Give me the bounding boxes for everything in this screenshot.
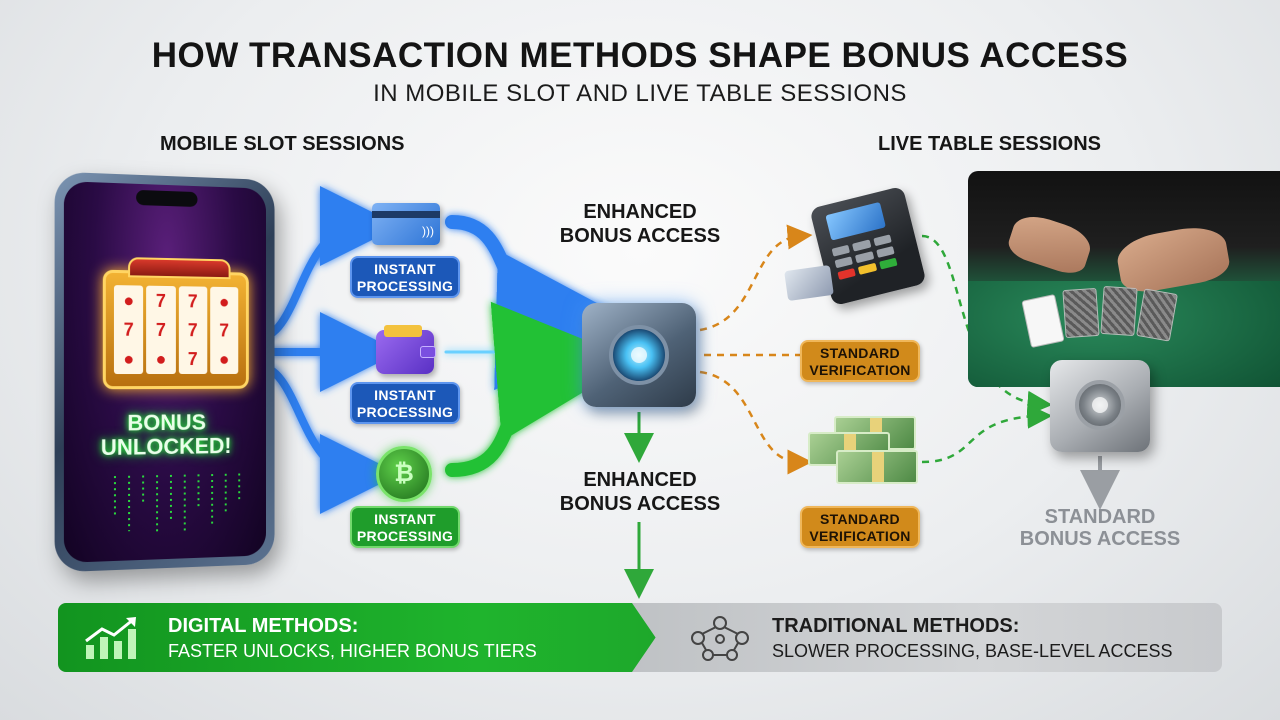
enhanced-bonus-vault-icon	[582, 303, 696, 407]
inserted-card-icon	[784, 264, 834, 302]
reel-seven: 7	[155, 290, 166, 311]
badge-line-1: STANDARD	[820, 511, 900, 527]
vault-dial	[1075, 380, 1125, 430]
slot-reels: ● 7 ● 7 7 ● 7 7 7 ● 7 ●	[113, 285, 239, 375]
label-line-1: ENHANCED	[583, 469, 697, 491]
badge-line-2: PROCESSING	[356, 528, 454, 544]
bonus-line-2: UNLOCKED!	[100, 433, 232, 461]
cherry-icon: ●	[123, 289, 135, 311]
crypto-coin-icon: ₿	[376, 446, 432, 502]
mobile-section-label: MOBILE SLOT SESSIONS	[160, 133, 405, 155]
smartphone: ● 7 ● 7 7 ● 7 7 7 ● 7 ●	[54, 171, 275, 573]
traditional-arrows	[699, 224, 1053, 475]
reel-seven: 7	[219, 320, 229, 341]
phone-notch	[136, 189, 198, 208]
badge-line-2: PROCESSING	[356, 278, 454, 294]
card-stripe	[372, 211, 440, 218]
standard-verification-badge-terminal: STANDARD VERIFICATION	[800, 340, 920, 382]
reel-seven: 7	[123, 319, 134, 340]
slot-reel: 7 7 7	[178, 286, 208, 374]
instant-processing-badge-card: INSTANT PROCESSING	[350, 256, 460, 298]
enhanced-bonus-access-bottom: ENHANCED BONUS ACCESS	[545, 468, 735, 516]
instant-processing-badge-wallet: INSTANT PROCESSING	[350, 382, 460, 424]
instant-processing-badge-crypto: INSTANT PROCESSING	[350, 506, 460, 548]
terminal-screen	[825, 201, 886, 241]
phone-screen: ● 7 ● 7 7 ● 7 7 7 ● 7 ●	[63, 181, 266, 563]
digital-banner-desc: FASTER UNLOCKS, HIGHER BONUS TIERS	[168, 641, 537, 661]
page-title: HOW TRANSACTION METHODS SHAPE BONUS ACCE…	[151, 36, 1129, 75]
badge-line-2: VERIFICATION	[809, 362, 911, 378]
label-line-1: STANDARD	[1044, 506, 1156, 528]
reel-seven: 7	[187, 290, 198, 312]
contactless-icon: )))	[422, 224, 434, 238]
badge-line-1: INSTANT	[374, 261, 436, 277]
enhanced-bonus-access-top: ENHANCED BONUS ACCESS	[545, 200, 735, 248]
page-subtitle: IN MOBILE SLOT AND LIVE TABLE SESSIONS	[373, 80, 907, 107]
label-line-2: BONUS ACCESS	[559, 225, 721, 247]
bitcoin-glyph: ₿	[394, 460, 414, 487]
slot-machine-icon: ● 7 ● 7 7 ● 7 7 7 ● 7 ●	[102, 257, 249, 390]
traditional-methods-banner: TRADITIONAL METHODS: SLOWER PROCESSING, …	[632, 603, 1222, 672]
slot-reel: ● 7 ●	[209, 286, 239, 374]
credit-card-icon: )))	[372, 203, 440, 245]
reel-seven: 7	[187, 320, 198, 341]
cherry-icon: ●	[155, 349, 167, 370]
vault-dial	[609, 325, 669, 385]
standard-bonus-access-label: STANDARD BONUS ACCESS	[1000, 506, 1200, 550]
network-nodes-icon	[691, 616, 749, 661]
playing-card	[1062, 287, 1100, 339]
label-line-1: ENHANCED	[583, 201, 697, 223]
digital-rain-icon	[105, 473, 247, 537]
playing-card	[1100, 285, 1138, 337]
badge-line-2: VERIFICATION	[809, 528, 911, 544]
reel-seven: 7	[187, 349, 198, 370]
slot-machine-crown	[128, 257, 231, 280]
terminal-keypad	[831, 234, 898, 280]
label-line-2: BONUS ACCESS	[559, 493, 721, 515]
badge-line-1: INSTANT	[374, 387, 436, 403]
dealer-hand-left	[1004, 209, 1096, 279]
standard-verification-badge-cash: STANDARD VERIFICATION	[800, 506, 920, 548]
traditional-banner-title: TRADITIONAL METHODS:	[772, 615, 1020, 637]
digital-methods-banner: DIGITAL METHODS: FASTER UNLOCKS, HIGHER …	[58, 603, 658, 672]
cherry-icon: ●	[218, 291, 230, 312]
bonus-line-1: BONUS	[127, 409, 207, 436]
badge-line-2: PROCESSING	[356, 404, 454, 420]
traditional-banner-desc: SLOWER PROCESSING, BASE-LEVEL ACCESS	[772, 641, 1173, 661]
wallet-flap	[384, 325, 422, 337]
label-line-2: BONUS ACCESS	[1019, 528, 1181, 550]
live-dealer-table-image	[968, 171, 1280, 387]
growth-chart-icon	[85, 617, 136, 659]
live-section-label: LIVE TABLE SESSIONS	[878, 133, 1101, 155]
methods-to-safe-arrows	[444, 215, 636, 477]
cherry-icon: ●	[123, 349, 135, 370]
bonus-unlocked-text: BONUS UNLOCKED!	[64, 410, 266, 461]
badge-line-1: INSTANT	[374, 511, 436, 527]
slot-reel: 7 7 ●	[146, 285, 176, 375]
badge-line-1: STANDARD	[820, 345, 900, 361]
wallet-icon	[376, 325, 436, 374]
cherry-icon: ●	[218, 349, 230, 370]
standard-bonus-vault-icon	[1050, 360, 1150, 452]
reel-seven: 7	[155, 319, 166, 340]
slot-reel: ● 7 ●	[113, 285, 144, 375]
cash-stack-icon	[808, 416, 918, 486]
digital-banner-title: DIGITAL METHODS:	[168, 615, 359, 637]
wallet-clasp	[420, 346, 436, 358]
